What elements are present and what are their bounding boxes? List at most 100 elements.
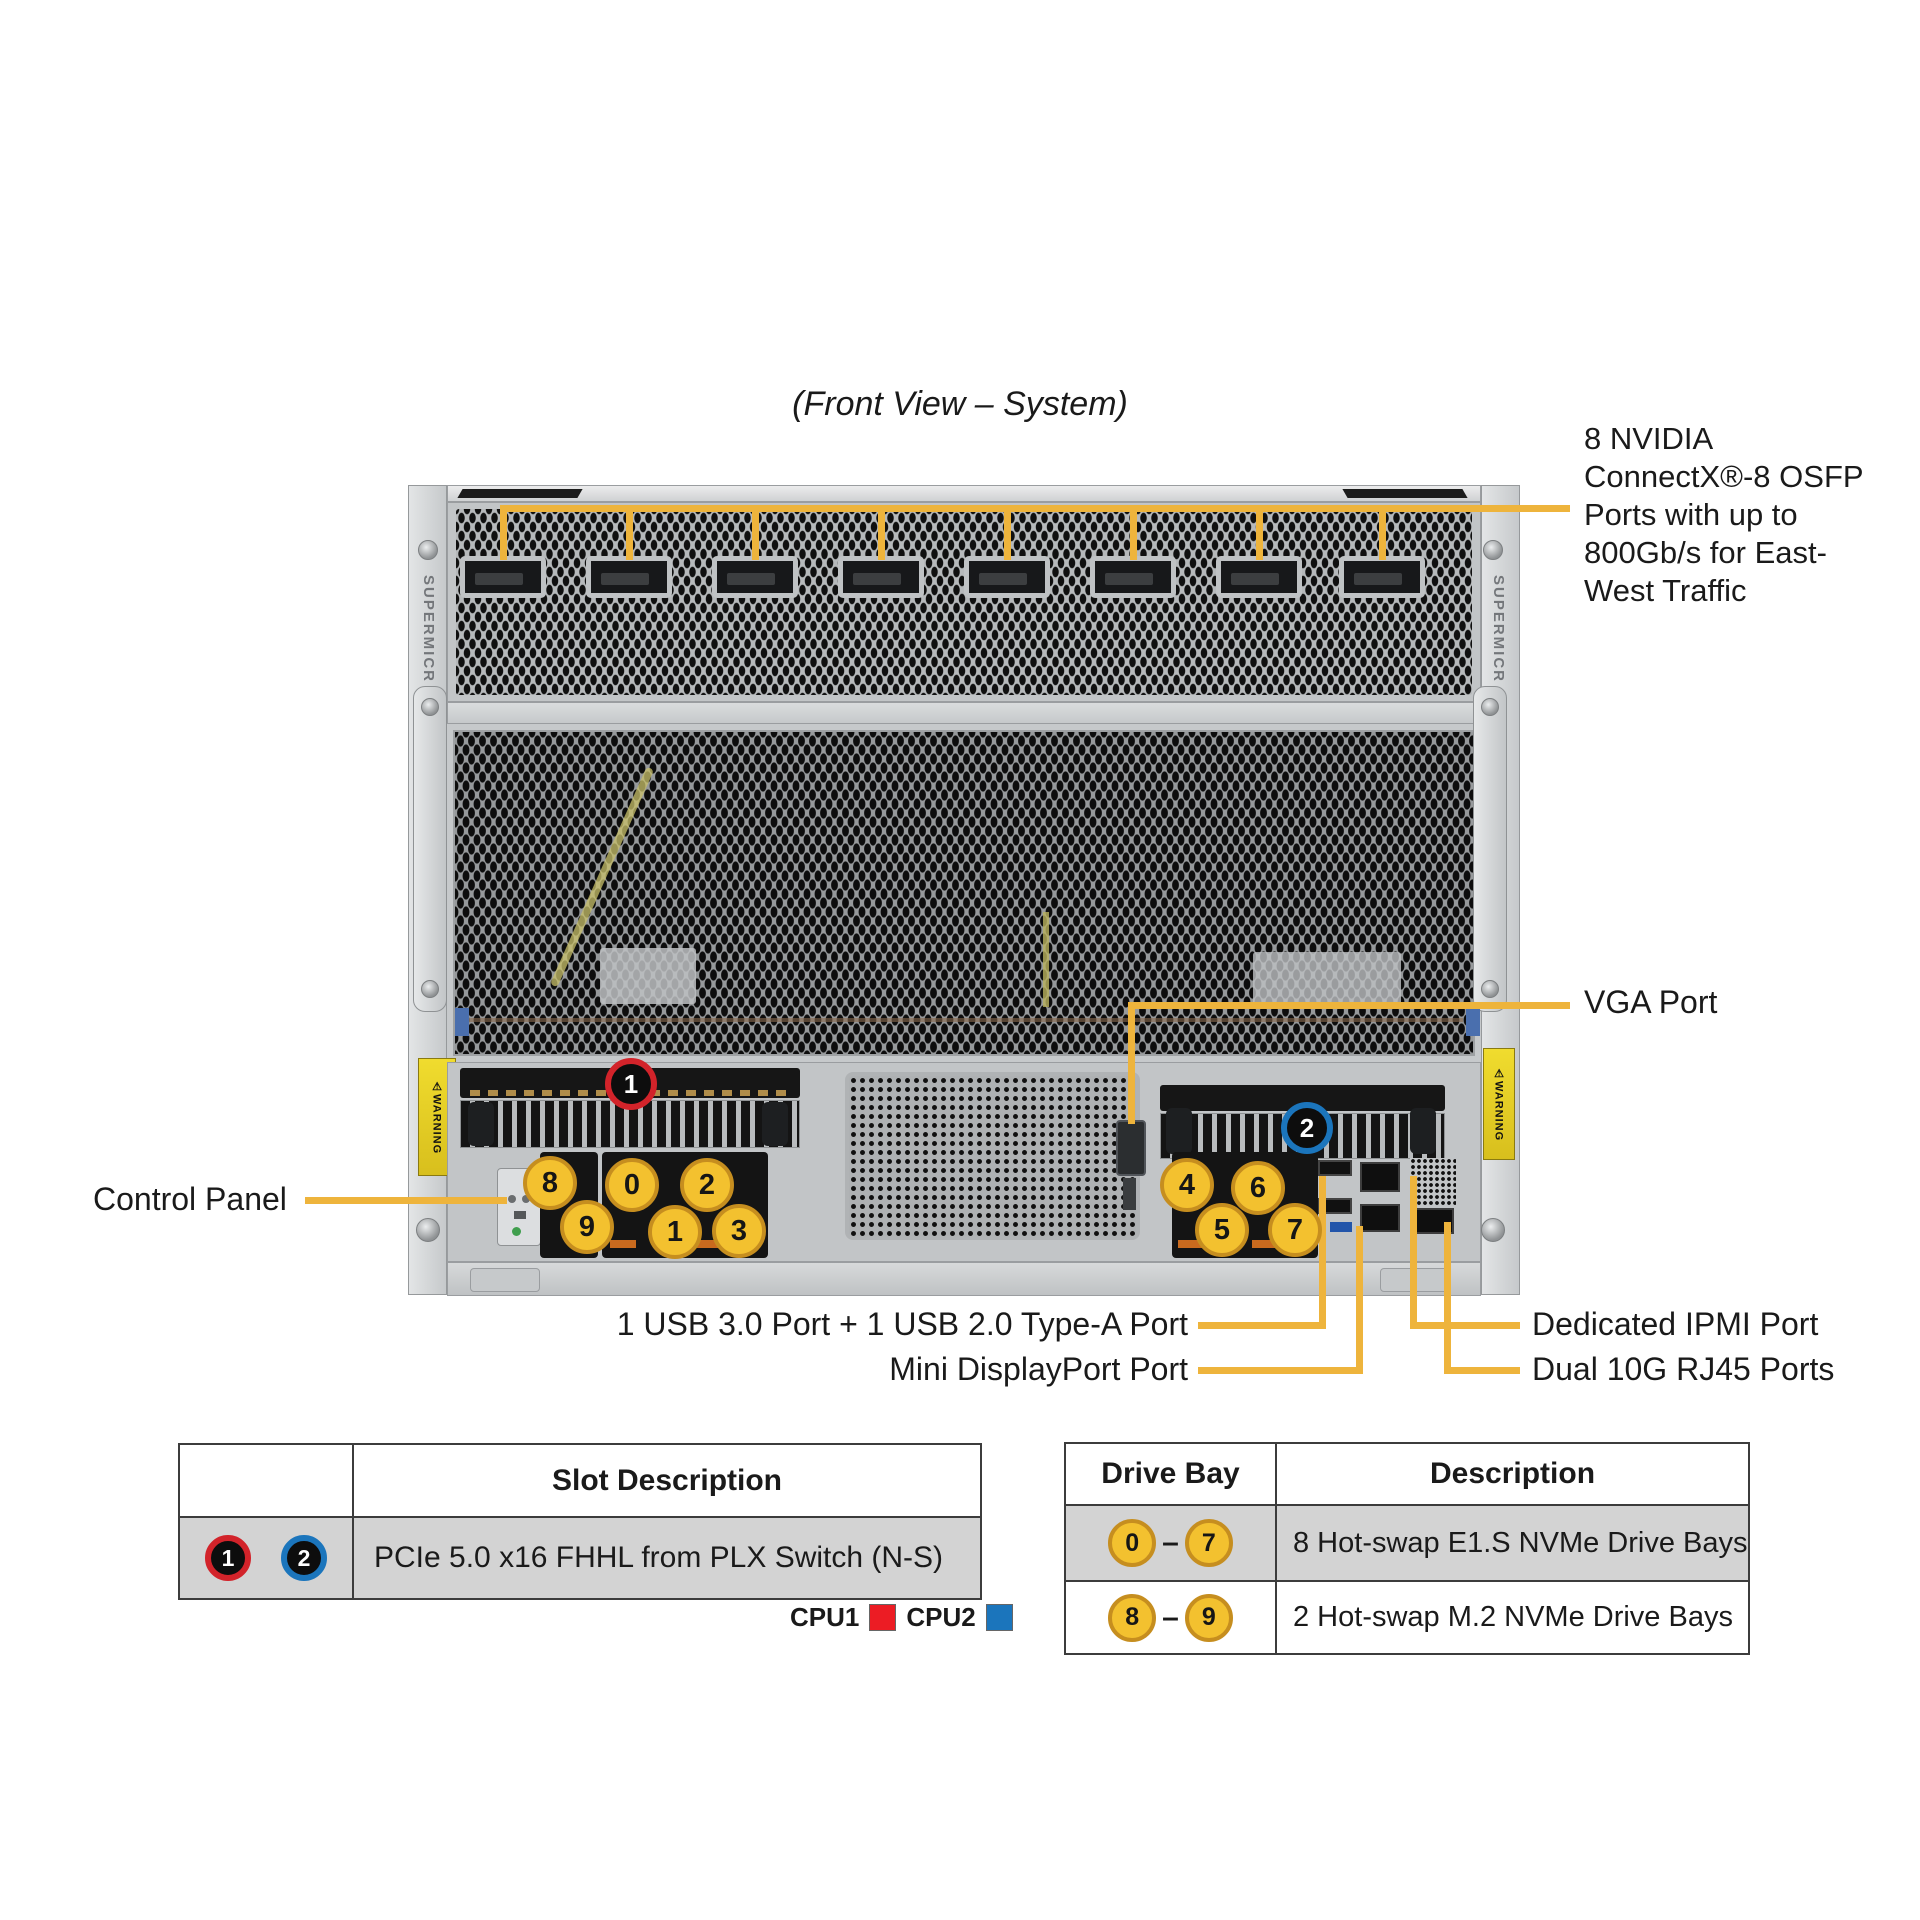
rj45-callout-line [1444, 1367, 1520, 1374]
ipmi-callout-line [1410, 1176, 1417, 1329]
slot-table-row: 1 2 PCIe 5.0 x16 FHHL from PLX Switch (N… [180, 1516, 980, 1598]
screw-icon [421, 980, 439, 998]
hinge-strip [447, 702, 1481, 724]
osfp-port-2 [586, 556, 672, 598]
internal-label-patch [1253, 952, 1401, 1008]
osfp-callout-line [500, 505, 1570, 512]
vga-connector [1116, 1120, 1146, 1176]
osfp-drop-line-4 [878, 505, 885, 560]
osfp-port-4 [838, 556, 924, 598]
minidp-callout-line [1198, 1367, 1363, 1374]
slot-table-header: Slot Description [551, 1463, 783, 1497]
bay-badge-0: 0 [1108, 1519, 1157, 1567]
screw-icon [1481, 1218, 1505, 1242]
slot-table-header-empty [180, 1445, 354, 1516]
bay-latch-strip [1252, 1240, 1278, 1248]
warning-icon: ⚠ [1492, 1066, 1505, 1081]
drive-table-row: 0 – 7 8 Hot-swap E1.S NVMe Drive Bays [1066, 1504, 1748, 1580]
rj45-port-1 [1360, 1204, 1400, 1232]
bottom-foot [470, 1268, 540, 1292]
bay-badge-5: 5 [1195, 1203, 1249, 1257]
slot2-badge: 2 [281, 1535, 327, 1581]
led-icon [514, 1211, 526, 1219]
slot-table-header-row: Slot Description [180, 1445, 980, 1516]
vga-callout-line [1128, 1002, 1135, 1124]
vga-label: VGA Port [1584, 984, 1718, 1020]
cpu1-swatch [869, 1604, 897, 1631]
osfp-port-1 [460, 556, 546, 598]
control-panel-label: Control Panel [93, 1181, 287, 1217]
drive-bay-table: Drive Bay Description 0 – 7 8 Hot-swap E… [1064, 1442, 1750, 1655]
warning-icon: ⚠ [430, 1079, 443, 1094]
osfp-port-7 [1216, 556, 1302, 598]
ipmi-callout-line [1410, 1322, 1520, 1329]
bay-badge-3: 3 [712, 1204, 766, 1258]
bay-badge-8: 8 [1108, 1593, 1157, 1642]
slot-table: Slot Description 1 2 PCIe 5.0 x16 FHHL f… [178, 1443, 982, 1600]
vga-thumbscrew [1123, 1178, 1136, 1210]
mid-panel [447, 724, 1481, 1062]
drive-bay-range: 0 – 7 [1066, 1506, 1277, 1580]
bay-badge-8: 8 [523, 1156, 577, 1210]
rj45-label: Dual 10G RJ45 Ports [1532, 1351, 1835, 1387]
osfp-port-3 [712, 556, 798, 598]
minidp-callout-line [1356, 1226, 1363, 1374]
slot-latch [468, 1102, 494, 1146]
osfp-label: 8 NVIDIA ConnectX®-8 OSFP Ports with up … [1584, 421, 1863, 608]
bay-badge-9: 9 [560, 1200, 614, 1254]
osfp-drop-line-7 [1256, 505, 1263, 560]
osfp-drop-line-1 [500, 505, 507, 560]
slot-description-cell: PCIe 5.0 x16 FHHL from PLX Switch (N-S) [374, 1541, 944, 1574]
bay-badge-7: 7 [1184, 1519, 1233, 1567]
osfp-panel-mesh [456, 509, 1472, 695]
service-tag [455, 1008, 469, 1036]
led-icon [508, 1195, 516, 1203]
osfp-drop-line-3 [752, 505, 759, 560]
usb3-port [1318, 1160, 1352, 1176]
osfp-drop-line-8 [1379, 505, 1386, 560]
center-vent [845, 1072, 1140, 1240]
release-lever-right [1473, 686, 1507, 1012]
slot-table-badges: 1 2 [180, 1518, 354, 1598]
brand-logo-left: SUPERMICR [420, 575, 437, 684]
screw-icon [1481, 980, 1499, 998]
description-header: Description [1429, 1457, 1596, 1490]
bay-latch-strip [610, 1240, 636, 1248]
ipmi-label: Dedicated IPMI Port [1532, 1306, 1819, 1342]
io-vent [1410, 1158, 1456, 1206]
mini-displayport [1330, 1222, 1352, 1232]
cpu-legend: CPU1 CPU2 [790, 1602, 1013, 1633]
drive-table-row: 8 – 9 2 Hot-swap M.2 NVMe Drive Bays [1066, 1580, 1748, 1653]
slot2-badge: 2 [1281, 1102, 1333, 1154]
top-rail-wedge [1342, 489, 1468, 498]
cpu1-label: CPU1 [790, 1602, 860, 1632]
screw-icon [1483, 540, 1503, 560]
osfp-port-8 [1339, 556, 1425, 598]
range-dash: – [1162, 1526, 1179, 1559]
osfp-drop-line-2 [626, 505, 633, 560]
bay-badge-1: 1 [648, 1205, 702, 1259]
internal-label-patch [600, 948, 696, 1004]
drive-bay-header: Drive Bay [1066, 1444, 1277, 1504]
top-rail [447, 485, 1481, 502]
usb-callout-line [1198, 1322, 1326, 1329]
drive-bay-range: 8 – 9 [1066, 1582, 1277, 1653]
led-icon [512, 1227, 521, 1236]
internal-board-edge [463, 1018, 1463, 1022]
screw-icon [421, 698, 439, 716]
rj45-port-2 [1414, 1208, 1454, 1234]
vga-callout-line [1128, 1002, 1570, 1009]
drive-description-cell: 8 Hot-swap E1.S NVMe Drive Bays [1293, 1526, 1748, 1559]
slot-latch [1410, 1108, 1436, 1154]
usb-label: 1 USB 3.0 Port + 1 USB 2.0 Type-A Port [616, 1306, 1188, 1342]
slot1-badge: 1 [205, 1535, 251, 1581]
screw-icon [418, 540, 438, 560]
screw-icon [416, 1218, 440, 1242]
osfp-panel [447, 502, 1481, 702]
page-title: (Front View – System) [792, 385, 1128, 423]
warning-text: WARNING [1492, 1080, 1505, 1142]
slot-latch [762, 1102, 788, 1146]
drive-description-cell: 2 Hot-swap M.2 NVMe Drive Bays [1293, 1601, 1733, 1633]
bay-badge-6: 6 [1231, 1161, 1285, 1215]
